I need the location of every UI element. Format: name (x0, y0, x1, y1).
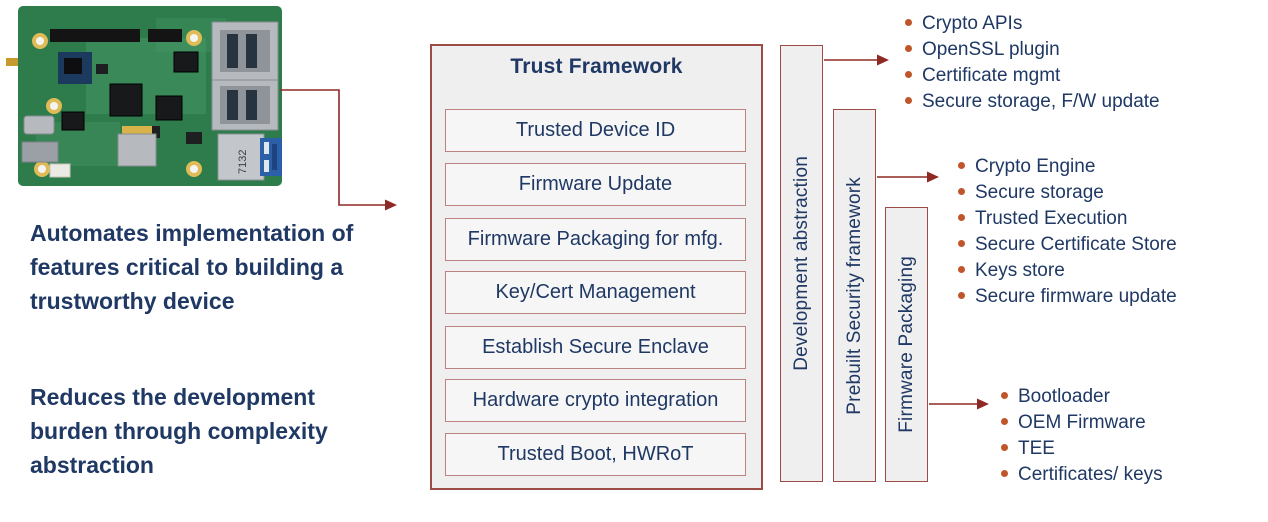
framework-item-hw-crypto: Hardware crypto integration (445, 379, 746, 422)
arrowhead-icon (927, 171, 939, 183)
trust-framework-title: Trust Framework (510, 55, 683, 78)
bar-development-abstraction: Development abstraction (780, 45, 823, 482)
bar-label: Prebuilt Security framework (843, 176, 865, 415)
bullet-list-prebuilt-security: Crypto Engine Secure storage Trusted Exe… (958, 154, 1177, 310)
bullet-item: Certificate mgmt (905, 63, 1160, 89)
bullet-dot (905, 45, 912, 52)
bullet-text: Keys store (975, 260, 1065, 281)
framework-item-firmware-update: Firmware Update (445, 163, 746, 206)
bullet-text: Crypto Engine (975, 156, 1096, 177)
bullet-dot (1001, 392, 1008, 399)
arrowhead-icon (977, 398, 989, 410)
bullet-item: Crypto APIs (905, 11, 1160, 37)
bullet-dot (958, 292, 965, 299)
bullet-dot (958, 162, 965, 169)
bullet-text: TEE (1018, 438, 1055, 459)
power-port (21, 141, 59, 163)
arrow-board-to-framework (280, 89, 385, 206)
bullet-text: Crypto APIs (922, 13, 1023, 34)
pin-header (50, 29, 140, 42)
bullet-dot (1001, 418, 1008, 425)
bar-firmware-packaging: Firmware Packaging (885, 207, 928, 482)
bullet-item: TEE (1001, 436, 1163, 462)
framework-item-key-cert-management: Key/Cert Management (445, 271, 746, 314)
usb3-port: 7132 (217, 133, 282, 181)
bullet-dot (958, 240, 965, 247)
dev-board-image: 7132 (6, 6, 282, 186)
micro-usb-port (23, 115, 55, 135)
bullet-dot (905, 71, 912, 78)
bullet-item: Certificates/ keys (1001, 462, 1163, 488)
bullet-text: Trusted Execution (975, 208, 1128, 229)
framework-item-firmware-packaging: Firmware Packaging for mfg. (445, 218, 746, 261)
mounting-holes (32, 30, 202, 177)
bullet-text: Secure storage, F/W update (922, 91, 1160, 112)
bullet-item: Trusted Execution (958, 206, 1177, 232)
bullet-dot (958, 214, 965, 221)
bar-prebuilt-security-framework: Prebuilt Security framework (833, 109, 876, 482)
bullet-item: Keys store (958, 258, 1177, 284)
framework-item-trusted-boot: Trusted Boot, HWRoT (445, 433, 746, 476)
bullet-item: Secure Certificate Store (958, 232, 1177, 258)
bullet-dot (905, 19, 912, 26)
bullet-list-firmware-packaging: Bootloader OEM Firmware TEE Certificates… (1001, 384, 1163, 488)
sd-card-slot (117, 126, 157, 167)
bullet-item: Crypto Engine (958, 154, 1177, 180)
bullet-item: Secure storage, F/W update (905, 89, 1160, 115)
bullet-text: OpenSSL plugin (922, 39, 1060, 60)
trust-framework-panel: Trust Framework Trusted Device ID Firmwa… (430, 44, 763, 490)
note-automates: Automates implementation of features cri… (30, 220, 354, 314)
bullet-list-development-abstraction: Crypto APIs OpenSSL plugin Certificate m… (905, 11, 1160, 115)
bullet-dot (1001, 470, 1008, 477)
ethernet-ports (211, 21, 279, 131)
note-reduces: Reduces the development burden through c… (30, 384, 328, 478)
bullet-text: OEM Firmware (1018, 412, 1146, 433)
bullet-item: Secure storage (958, 180, 1177, 206)
bullet-item: Bootloader (1001, 384, 1163, 410)
bar-label: Firmware Packaging (895, 256, 917, 433)
antenna-connector-icon (6, 54, 40, 69)
chips (58, 51, 202, 144)
bullet-text: Secure firmware update (975, 286, 1177, 307)
bullet-item: Secure firmware update (958, 284, 1177, 310)
bullet-dot (1001, 444, 1008, 451)
arrowhead-icon (877, 54, 889, 66)
bullet-dot (958, 266, 965, 273)
white-connector (49, 163, 71, 178)
framework-item-trusted-device-id: Trusted Device ID (445, 109, 746, 152)
bullet-dot (958, 188, 965, 195)
bullet-text: Secure Certificate Store (975, 234, 1177, 255)
arrowhead-icon (385, 199, 397, 211)
bullet-dot (905, 97, 912, 104)
bullet-item: OpenSSL plugin (905, 37, 1160, 63)
bullet-text: Bootloader (1018, 386, 1110, 407)
bullet-text: Certificate mgmt (922, 65, 1061, 86)
framework-item-secure-enclave: Establish Secure Enclave (445, 326, 746, 369)
usb-port-label: 7132 (237, 150, 249, 174)
bullet-text: Certificates/ keys (1018, 464, 1163, 485)
bullet-text: Secure storage (975, 182, 1104, 203)
bullet-item: OEM Firmware (1001, 410, 1163, 436)
bar-label: Development abstraction (790, 156, 812, 371)
